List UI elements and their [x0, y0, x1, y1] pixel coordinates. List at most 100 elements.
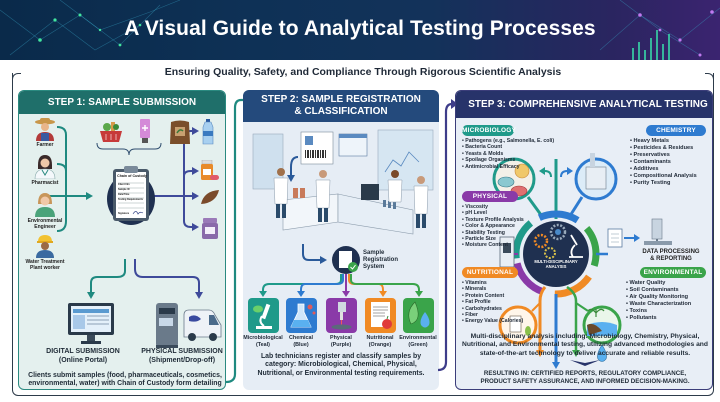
step1-description: Clients submit samples (food, pharmaceut…	[28, 372, 222, 389]
list-item: Pollutants	[626, 315, 691, 322]
testing-instrument-icon	[331, 302, 352, 330]
list-item: Viscosity	[462, 204, 524, 210]
outer-frame	[12, 73, 714, 396]
network-background-graphic	[0, 0, 720, 60]
step1-panel: STEP 1: SAMPLE SUBMISSION Farmer	[18, 90, 226, 390]
list-item: Minerals	[462, 286, 523, 292]
step2-title-line2: & CLASSIFICATION	[294, 106, 388, 117]
data-processing-label-line1: DATA PROCESSING	[642, 249, 700, 255]
category-tile-microbiological	[248, 298, 279, 333]
form-field: Date/Time	[118, 193, 130, 196]
step1-title: STEP 1: SAMPLE SUBMISSION	[19, 91, 225, 114]
form-title: Chain of Custody	[117, 174, 147, 178]
flask-icon	[290, 303, 316, 328]
worker-icon	[33, 234, 57, 263]
form-field: Client Info	[118, 183, 130, 186]
category-color-label: (Orange)	[368, 342, 392, 348]
category-tile-physical	[326, 298, 357, 333]
nutrition-label-icon	[371, 302, 392, 329]
result-line2: PRODUCT SAFETY ASSURANCE, AND INFORMED D…	[480, 378, 690, 385]
list-item: pH Level	[462, 210, 524, 216]
list-item: Carbohydrates	[462, 306, 523, 312]
list-item: Moisture Content	[462, 242, 524, 248]
list-item: Energy Value (Calories)	[462, 318, 523, 324]
lab-scene-illustration	[252, 129, 434, 235]
category-tile-chemical	[286, 298, 317, 333]
chain-of-custody-form	[107, 161, 155, 236]
hub-label: MULTI-DISCIPLINARY ANALYSIS	[534, 259, 578, 269]
list-item: Pathogens (e.g., Salmonella, E. coli)	[462, 138, 554, 144]
list-item: Heavy Metals	[630, 138, 697, 145]
subtitle: Ensuring Quality, Safety, and Compliance…	[158, 66, 568, 78]
drop-box-icon	[155, 301, 181, 354]
category-color-label: (Teal)	[256, 342, 270, 348]
list-item: Bacteria Count	[462, 144, 554, 150]
list-item: Pesticides & Residues	[630, 145, 697, 152]
header-banner: A Visual Guide to Analytical Testing Pro…	[0, 0, 720, 60]
delivery-van-icon	[183, 307, 223, 348]
client-label: Pharmacist	[31, 180, 59, 186]
farmer-icon	[33, 117, 57, 146]
list-item: Toxins	[626, 308, 691, 315]
multidisciplinary-hub-graphic	[492, 153, 672, 369]
form-field: Sample ID	[118, 188, 130, 191]
list-item: Soil Contaminants	[626, 287, 691, 294]
result-line1: RESULTING IN: CERTIFIED REPORTS, REGULAT…	[483, 370, 687, 377]
list-item: Contaminants	[630, 159, 697, 166]
digital-submission-subtitle: (Online Portal)	[58, 357, 108, 364]
client-label: Environmental Engineer	[27, 218, 63, 230]
list-item: Texture Profile Analysis	[462, 217, 524, 223]
category-tile-environmental	[403, 298, 434, 333]
chemistry-badge: CHEMISTRY	[646, 125, 706, 136]
category-label: Environmental	[399, 335, 437, 341]
list-item: Spoilage Organisms	[462, 157, 554, 163]
category-label: Microbiological	[243, 335, 283, 341]
microbiology-badge: MICROBIOLOGY	[462, 125, 517, 136]
physical-list: Viscosity pH Level Texture Profile Analy…	[462, 204, 524, 249]
category-label: Nutritional	[366, 335, 394, 341]
list-item: Water Quality	[626, 280, 691, 287]
physical-submission-title: PHYSICAL SUBMISSION	[141, 348, 223, 355]
water-bottle-icon	[202, 119, 214, 150]
down-chevron-icon	[570, 360, 600, 366]
page-title: A Visual Guide to Analytical Testing Pro…	[124, 17, 596, 40]
pill-bottle-icon	[200, 159, 220, 187]
list-item: Additives	[630, 166, 697, 173]
category-color-label: (Blue)	[293, 342, 309, 348]
leaf-water-icon	[408, 301, 430, 328]
step2-title-line1: STEP 2: SAMPLE REGISTRATION	[261, 94, 421, 105]
list-item: Stability Testing	[462, 230, 524, 236]
leaf-sample-icon	[200, 189, 220, 210]
physical-badge: PHYSICAL	[462, 191, 518, 202]
environmental-badge: ENVIRONMENTAL	[640, 267, 706, 278]
client-label: Farmer	[36, 142, 54, 148]
engineer-icon	[33, 191, 57, 222]
food-basket-icon	[99, 121, 123, 148]
nutritional-badge: NUTRITIONAL	[462, 267, 518, 278]
subtitle-row: Ensuring Quality, Safety, and Compliance…	[12, 66, 714, 80]
list-item: Yeasts & Molds	[462, 151, 554, 157]
list-item: Waste Characterization	[626, 301, 692, 308]
form-field: Testing Requirements	[118, 198, 143, 201]
computer-monitor-icon	[67, 303, 115, 350]
list-item: Preservatives	[630, 152, 697, 159]
list-item: Fiber	[462, 312, 523, 318]
microscope-icon	[253, 303, 272, 329]
data-processing-label-line2: & REPORTING	[650, 256, 692, 262]
step3-title: STEP 3: COMPREHENSIVE ANALYTICAL TESTING	[456, 91, 712, 118]
list-item: Particle Size	[462, 236, 524, 242]
chemistry-list: Heavy Metals Pesticides & Residues Prese…	[630, 138, 697, 187]
step1-flow-arrows	[49, 126, 203, 299]
list-item: Vitamins	[462, 280, 523, 286]
step3-description: Multi-disciplinary analysis including: M…	[462, 333, 708, 357]
digital-submission-title: DIGITAL SUBMISSION	[46, 348, 120, 355]
category-label: Physical	[330, 335, 352, 341]
step2-description: Lab technicians register and classify sa…	[257, 353, 425, 377]
microbiology-list: Pathogens (e.g., Salmonella, E. coli) Ba…	[462, 138, 554, 170]
registration-flow-arrows	[259, 244, 423, 297]
environmental-list: Water Quality Soil Contaminants Air Qual…	[626, 280, 691, 322]
registration-system-label: Sample Registration System	[363, 250, 399, 270]
client-label: Water Treatment Plant worker	[25, 259, 65, 271]
step2-panel: STEP 2: SAMPLE REGISTRATION & CLASSIFICA…	[243, 90, 439, 390]
soil-bag-icon	[169, 119, 191, 150]
